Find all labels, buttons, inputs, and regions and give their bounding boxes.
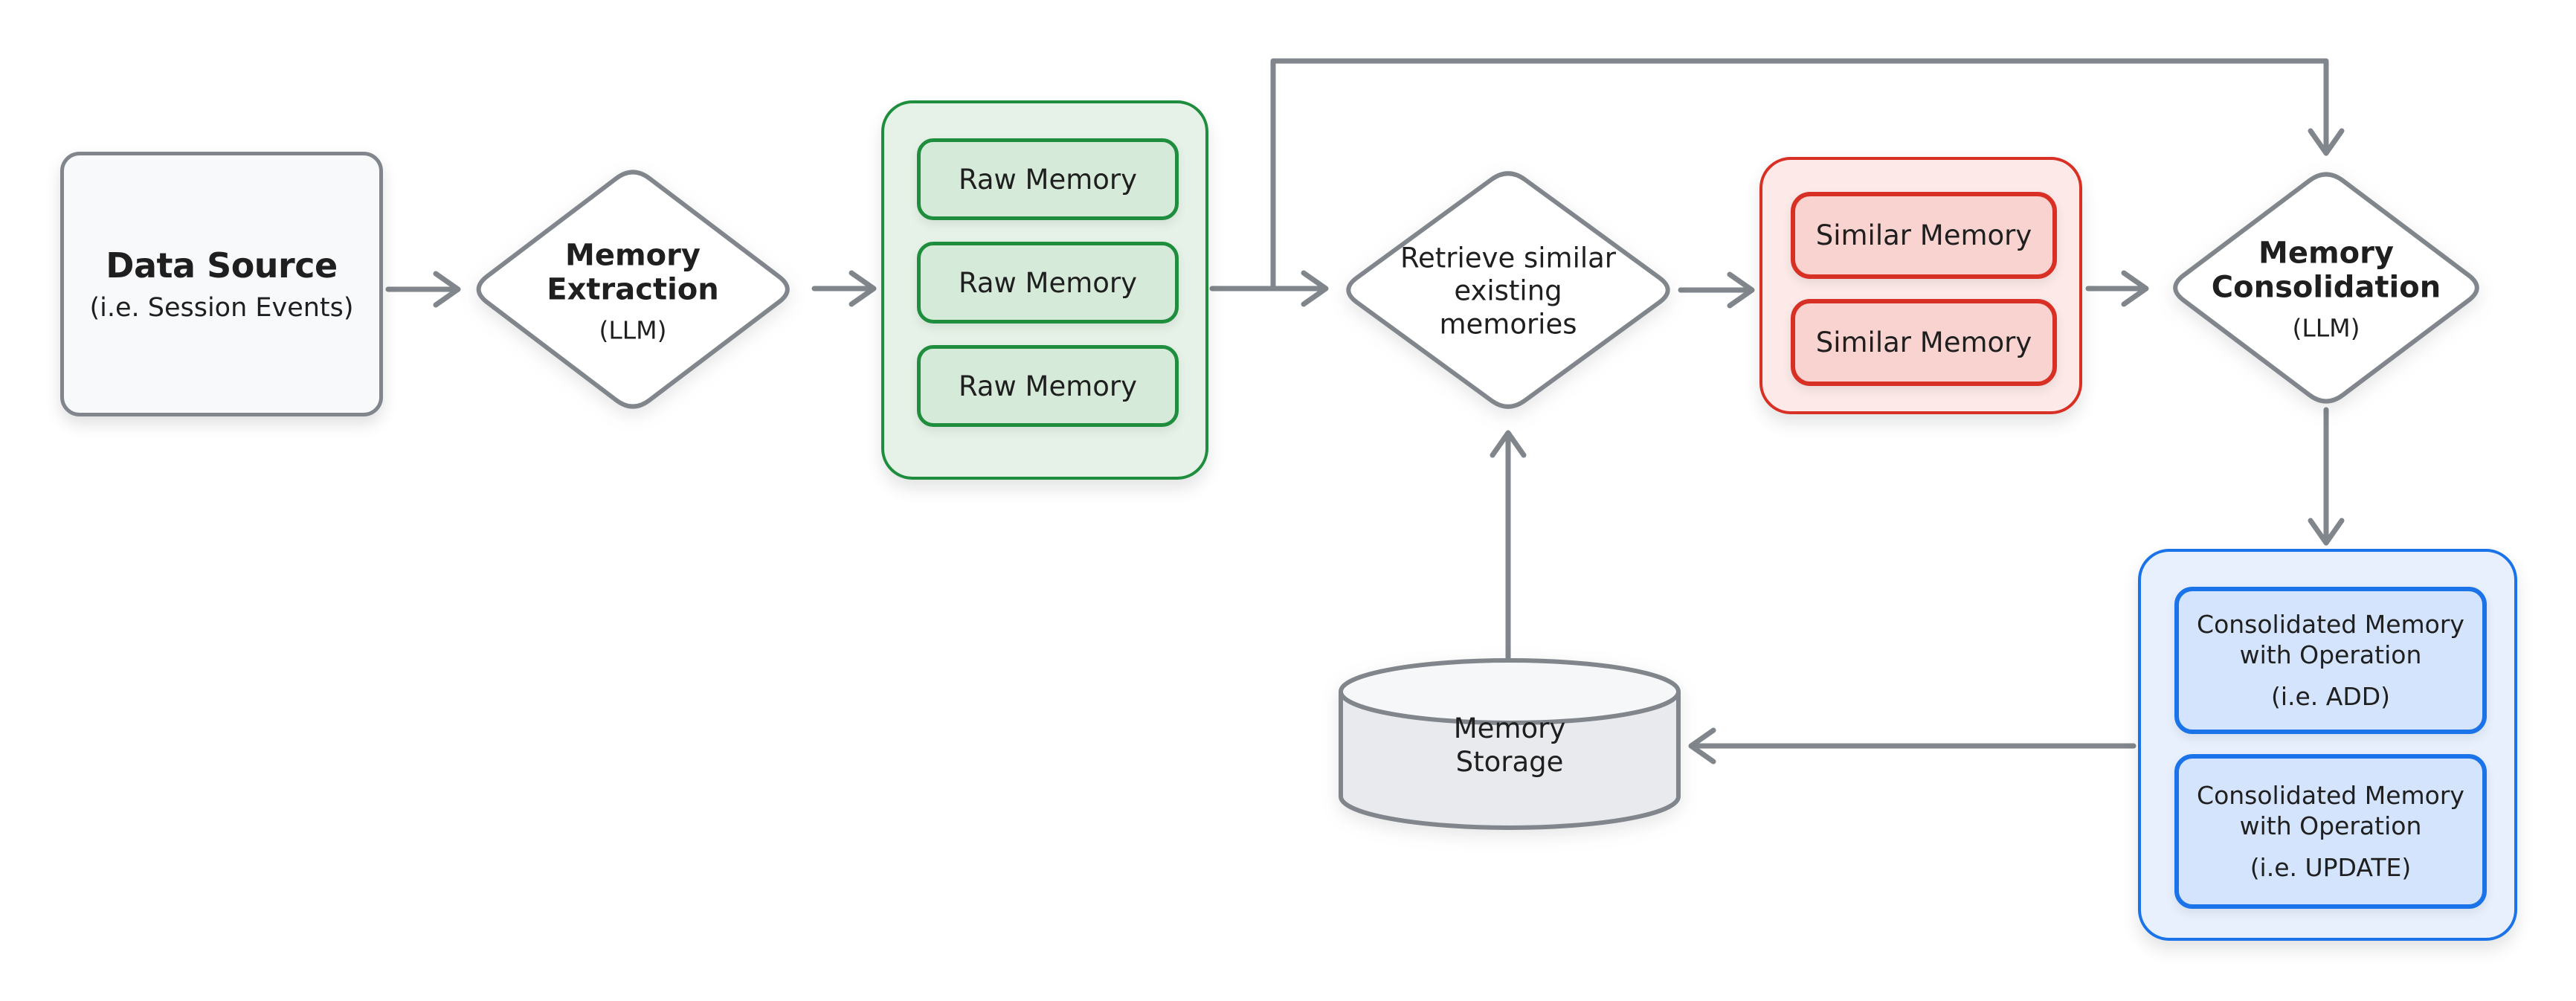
memory-consolidation-line2: Consolidation: [2211, 270, 2441, 305]
raw-memory-box: Raw Memory: [917, 345, 1179, 427]
data-source-node: Data Source (i.e. Session Events): [60, 152, 383, 416]
memory-consolidation-label: Memory Consolidation (LLM): [2212, 236, 2441, 343]
memory-extraction-label: Memory Extraction (LLM): [547, 239, 718, 345]
consolidated-memory-add-line1: Consolidated Memory: [2197, 610, 2464, 640]
consolidated-memory-update-line2: with Operation: [2239, 811, 2422, 840]
raw-memory-label: Raw Memory: [958, 370, 1138, 402]
retrieve-memories-line1: Retrieve similar: [1400, 242, 1617, 274]
raw-memory-label: Raw Memory: [958, 163, 1138, 196]
memory-storage-line2: Storage: [1455, 746, 1564, 778]
memory-consolidation-line1: Memory: [2258, 236, 2394, 271]
retrieve-memories-diamond: [1346, 171, 1670, 409]
memory-extraction-line1: Memory: [565, 238, 701, 273]
memory-extraction-subtitle: (LLM): [599, 315, 667, 345]
data-source-title: Data Source: [106, 245, 338, 286]
consolidated-memory-update-subtitle: (i.e. UPDATE): [2250, 852, 2412, 882]
memory-extraction-line2: Extraction: [547, 272, 719, 307]
similar-memory-box: Similar Memory: [1791, 192, 2057, 279]
memory-storage-line1: Memory: [1453, 712, 1566, 744]
consolidated-memory-add-subtitle: (i.e. ADD): [2270, 681, 2391, 711]
consolidated-memory-add-box: Consolidated Memory with Operation (i.e.…: [2174, 587, 2487, 734]
memory-consolidation-diamond: [2173, 172, 2479, 404]
consolidated-memory-add-line2: with Operation: [2239, 640, 2422, 669]
raw-memory-box: Raw Memory: [917, 138, 1179, 220]
raw-memory-box: Raw Memory: [917, 242, 1179, 324]
retrieve-memories-line2: existing: [1454, 274, 1562, 307]
similar-memory-label: Similar Memory: [1815, 219, 2032, 251]
similar-memory-label: Similar Memory: [1815, 326, 2032, 358]
similar-memory-box: Similar Memory: [1791, 299, 2057, 386]
raw-memory-group: Raw Memory Raw Memory Raw Memory: [881, 100, 1208, 480]
consolidated-memory-group: Consolidated Memory with Operation (i.e.…: [2138, 549, 2517, 941]
connector-rawmemory-to-consolidation-feedback: [1270, 58, 2345, 292]
memory-storage-label: Memory Storage: [1454, 712, 1565, 779]
memory-extraction-diamond: [476, 170, 790, 409]
consolidated-memory-update-box: Consolidated Memory with Operation (i.e.…: [2174, 754, 2487, 909]
memory-storage-cylinder: [1339, 658, 1681, 830]
consolidated-memory-update-line1: Consolidated Memory: [2197, 781, 2464, 811]
retrieve-memories-line3: memories: [1439, 308, 1577, 341]
raw-memory-label: Raw Memory: [958, 266, 1138, 299]
data-source-subtitle: (i.e. Session Events): [89, 293, 354, 323]
retrieve-memories-label: Retrieve similar existing memories: [1400, 242, 1616, 341]
memory-consolidation-subtitle: (LLM): [2292, 313, 2360, 343]
similar-memory-group: Similar Memory Similar Memory: [1759, 157, 2082, 414]
